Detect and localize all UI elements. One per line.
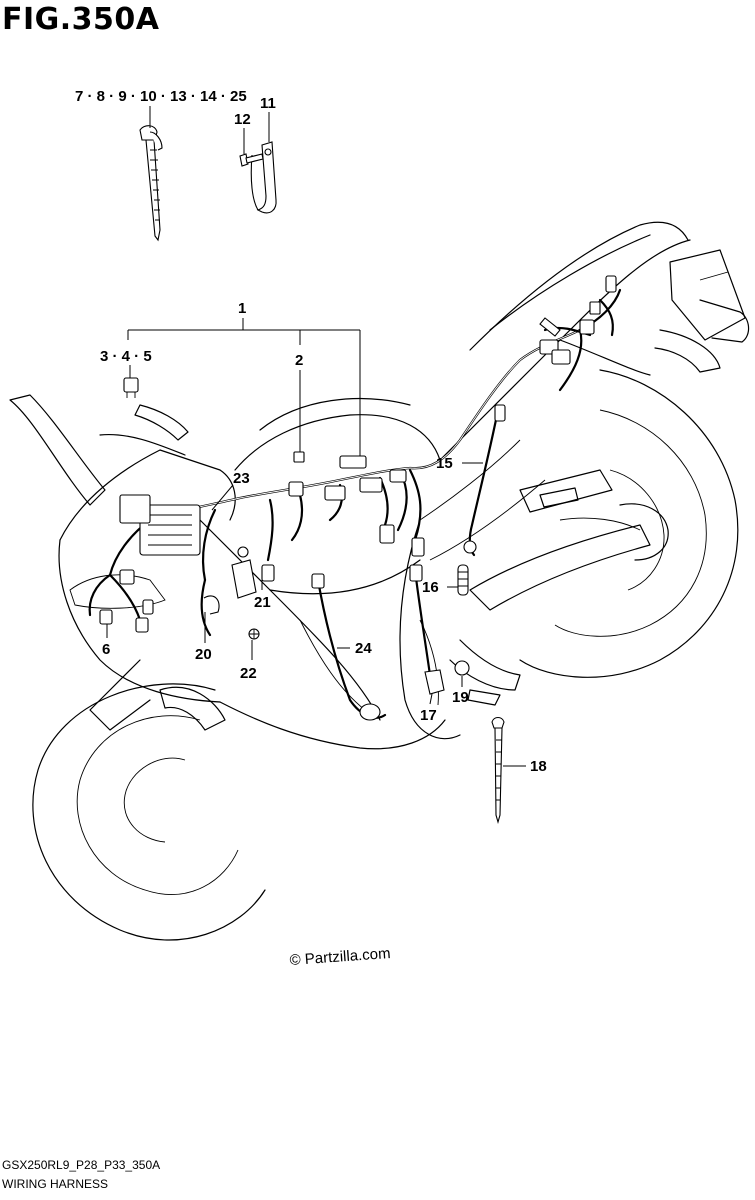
callout-15: 15 xyxy=(436,455,453,472)
callout-23: 23 xyxy=(233,470,250,487)
callout-12: 12 xyxy=(234,111,251,128)
callout-11: 11 xyxy=(260,95,276,112)
watermark: © Partzilla.com xyxy=(289,945,391,969)
callout-20: 20 xyxy=(195,646,212,663)
leader-lines xyxy=(106,106,526,767)
harness-connectors xyxy=(99,275,617,721)
callout-7-to-25: 7 · 8 · 9 · 10 · 13 · 14 · 25 xyxy=(75,88,247,105)
loose-parts xyxy=(123,125,505,825)
section-name: WIRING HARNESS xyxy=(2,1177,109,1191)
motorcycle-outline xyxy=(9,221,750,941)
callout-16: 16 xyxy=(422,579,439,596)
callout-3-4-5: 3 · 4 · 5 xyxy=(100,348,152,365)
callout-labels: 1 2 3 · 4 · 5 6 7 · 8 · 9 · 10 · 13 · 14… xyxy=(75,88,547,775)
callout-2: 2 xyxy=(295,352,303,369)
callout-22: 22 xyxy=(240,665,257,682)
callout-21: 21 xyxy=(254,594,271,611)
callout-24: 24 xyxy=(355,640,372,657)
model-code: GSX250RL9_P28_P33_350A xyxy=(2,1158,161,1172)
callout-17: 17 xyxy=(420,707,437,724)
callout-6: 6 xyxy=(102,641,110,658)
figure-title: FIG.350A xyxy=(2,2,160,37)
callout-1: 1 xyxy=(238,300,246,317)
callout-19: 19 xyxy=(452,689,469,706)
callout-18: 18 xyxy=(530,758,547,775)
